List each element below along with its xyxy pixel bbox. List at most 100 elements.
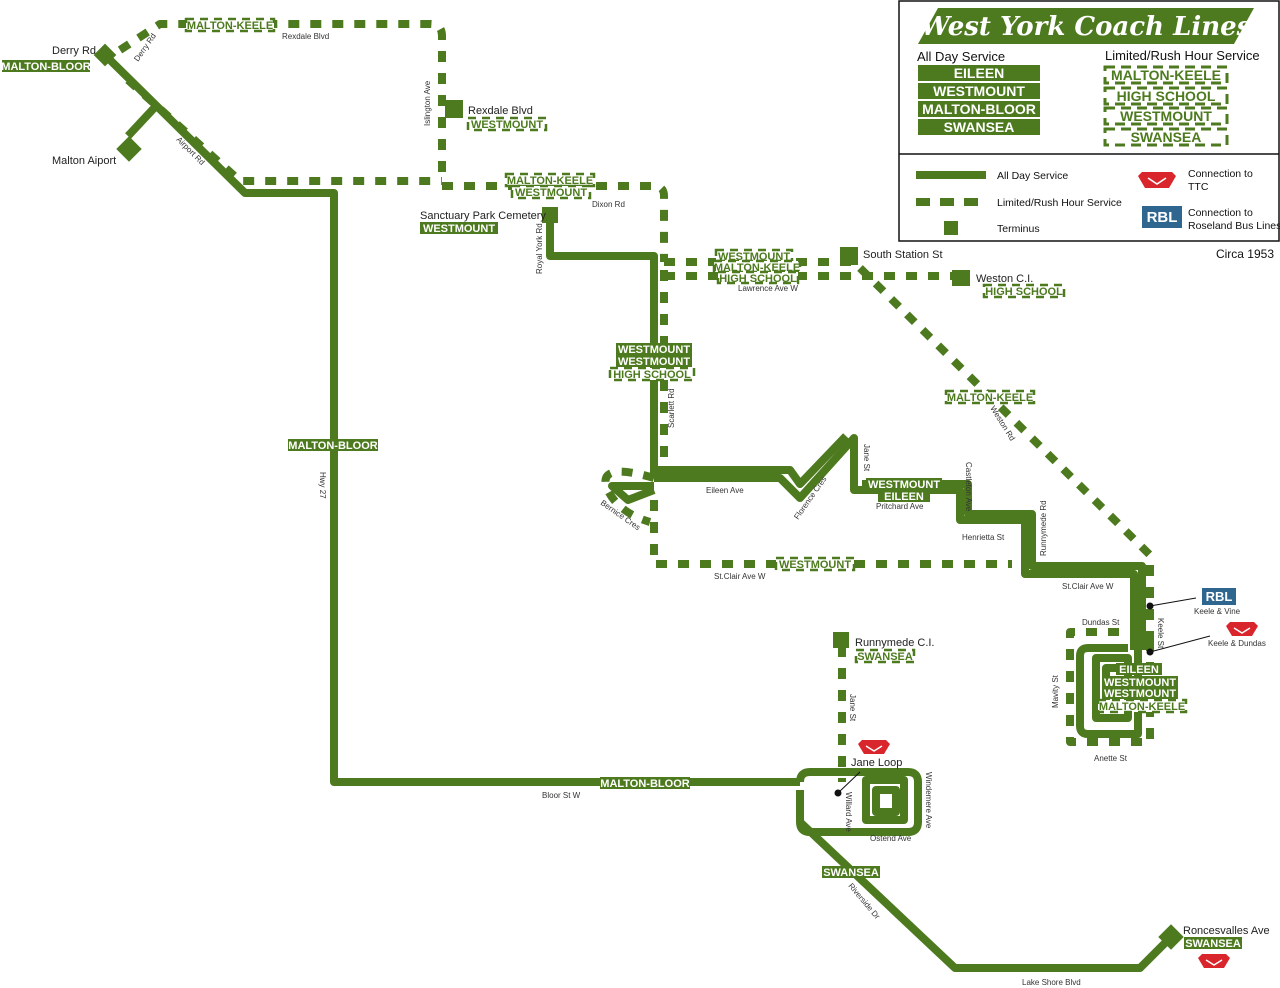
svg-text:MALTON-BLOOR: MALTON-BLOOR <box>922 101 1036 117</box>
svg-text:WESTMOUNT: WESTMOUNT <box>933 83 1025 99</box>
svg-text:EILEEN: EILEEN <box>884 491 924 503</box>
label-keele-4: MALTON-KEELE <box>1096 698 1188 714</box>
svg-text:WESTMOUNT: WESTMOUNT <box>868 479 940 491</box>
svg-text:HIGH SCHOOL: HIGH SCHOOL <box>613 369 691 381</box>
legend-route-malton-bloor: MALTON-BLOOR <box>918 101 1040 117</box>
legend-limited-swansea: SWANSEA <box>1103 127 1229 147</box>
place-rexdale-blvd: Rexdale Blvd <box>468 105 533 117</box>
jane-loop-route <box>796 768 922 836</box>
malton-keele-rexdale-route <box>117 20 668 262</box>
place-malton-airport: Malton Aiport <box>52 155 116 167</box>
svg-text:SWANSEA: SWANSEA <box>1185 938 1241 950</box>
street-lake-shore-blvd: Lake Shore Blvd <box>1022 978 1081 987</box>
terminus-runnymede-ci <box>833 632 849 648</box>
label-malton-keele-dixon: MALTON-KEELE <box>504 172 596 188</box>
label-malton-keele-top: MALTON-KEELE <box>184 17 276 33</box>
place-names: Derry Rd Malton Aiport Rexdale Blvd Sanc… <box>52 45 1270 937</box>
street-ostend-ave: Ostend Ave <box>870 834 912 843</box>
label-westmount-sanctuary: WESTMOUNT <box>420 222 498 235</box>
street-rexdale-blvd: Rexdale Blvd <box>282 32 329 41</box>
svg-text:Terminus: Terminus <box>997 223 1040 235</box>
svg-text:West York Coach Lines: West York Coach Lines <box>921 12 1252 42</box>
terminus-south-station <box>840 247 858 265</box>
label-lawrence-3: HIGH SCHOOL <box>716 270 800 285</box>
legend-limited-heading: Limited/Rush Hour Service <box>1105 48 1260 63</box>
svg-text:WESTMOUNT: WESTMOUNT <box>618 344 690 356</box>
circa-note: Circa 1953 <box>1216 247 1274 261</box>
legend-title-banner: West York Coach Lines <box>918 8 1254 44</box>
key-limited: Limited/Rush Hour Service <box>916 197 1122 209</box>
svg-text:WESTMOUNT: WESTMOUNT <box>423 223 495 235</box>
legend-limited-high-school: HIGH SCHOOL <box>1103 86 1229 106</box>
svg-text:EILEEN: EILEEN <box>1119 664 1159 676</box>
ttc-icon <box>1226 622 1258 636</box>
ttc-icon <box>1198 954 1230 968</box>
street-islington-ave: Islington Ave <box>423 80 432 126</box>
svg-text:SWANSEA: SWANSEA <box>944 119 1015 135</box>
street-eileen-ave: Eileen Ave <box>706 486 744 495</box>
svg-text:Limited/Rush Hour Service: Limited/Rush Hour Service <box>997 197 1122 209</box>
svg-text:RBL: RBL <box>1147 209 1178 226</box>
street-hwy-27: Hwy 27 <box>318 472 327 499</box>
label-scarlett-2: WESTMOUNT <box>616 355 692 368</box>
svg-text:WESTMOUNT: WESTMOUNT <box>515 187 587 199</box>
legend-all-day-heading: All Day Service <box>917 49 1005 64</box>
label-keele-1: EILEEN <box>1116 663 1162 676</box>
place-sanctuary-park: Sanctuary Park Cemetery <box>420 210 546 222</box>
place-weston-ci: Weston C.I. <box>976 273 1033 285</box>
svg-text:HIGH SCHOOL: HIGH SCHOOL <box>719 273 797 285</box>
svg-text:SWANSEA: SWANSEA <box>823 867 879 879</box>
place-keele-vine: Keele & Vine <box>1194 607 1241 616</box>
route-labels: MALTON-BLOOR MALTON-KEELE WESTMOUNT MALT… <box>1 17 1242 950</box>
street-castleton-ave: Castleton Ave <box>964 462 973 512</box>
legend: West York Coach Lines All Day Service Li… <box>898 0 1280 242</box>
svg-text:Connection to: Connection to <box>1188 207 1253 219</box>
ttc-icon <box>858 740 890 754</box>
legend-limited-westmount: WESTMOUNT <box>1103 106 1229 126</box>
street-willard-ave: Willard Ave <box>844 792 853 832</box>
label-malton-bloor-derry: MALTON-BLOOR <box>1 60 91 73</box>
street-bloor-st-w: Bloor St W <box>542 791 581 800</box>
key-rbl: RBL Connection to Roseland Bus Lines <box>1142 206 1280 232</box>
label-scarlett-3: HIGH SCHOOL <box>608 366 696 382</box>
eileen-route <box>608 433 1146 650</box>
label-westmount-stclair: WESTMOUNT <box>774 556 856 572</box>
label-jane-2: EILEEN <box>878 490 930 503</box>
place-jane-loop: Jane Loop <box>851 757 902 769</box>
svg-text:Roseland Bus Lines: Roseland Bus Lines <box>1188 220 1280 232</box>
lawrence-dashed-route <box>660 258 960 478</box>
key-all-day: All Day Service <box>916 170 1068 182</box>
street-jane-st-north: Jane St <box>862 444 871 472</box>
label-swansea-runnymede: SWANSEA <box>854 648 916 664</box>
swansea-riverside-route <box>797 819 1173 972</box>
rbl-badge: RBL <box>1202 588 1236 605</box>
label-malton-bloor-hwy27: MALTON-BLOOR <box>288 439 378 452</box>
street-jane-st-south: Jane St <box>848 694 857 722</box>
label-westmount-rexdale: WESTMOUNT <box>466 116 548 132</box>
label-malton-bloor-bloor: MALTON-BLOOR <box>600 777 690 790</box>
street-stclair-west: St.Clair Ave W <box>714 572 766 581</box>
street-lawrence-ave-w: Lawrence Ave W <box>738 284 798 293</box>
termini <box>93 43 1184 950</box>
key-terminus: Terminus <box>944 221 1040 235</box>
street-windemere-ave: Windemere Ave <box>924 772 933 829</box>
key-ttc: Connection to TTC <box>1138 168 1253 193</box>
svg-text:SWANSEA: SWANSEA <box>857 651 913 663</box>
terminus-sanctuary-park <box>542 207 558 223</box>
svg-text:WESTMOUNT: WESTMOUNT <box>471 119 543 131</box>
svg-text:EILEEN: EILEEN <box>954 65 1005 81</box>
svg-text:MALTON-KEELE: MALTON-KEELE <box>1111 67 1221 83</box>
svg-text:All Day Service: All Day Service <box>997 170 1068 182</box>
legend-route-swansea: SWANSEA <box>918 119 1040 135</box>
street-stclair-east: St.Clair Ave W <box>1062 582 1114 591</box>
weston-rd-dashed-route <box>857 265 1154 640</box>
svg-text:WESTMOUNT: WESTMOUNT <box>1120 108 1212 124</box>
svg-text:WESTMOUNT: WESTMOUNT <box>779 559 851 571</box>
svg-text:WESTMOUNT: WESTMOUNT <box>1104 688 1176 700</box>
street-mavity-st: Mavity St <box>1051 674 1060 708</box>
legend-limited-malton-keele: MALTON-KEELE <box>1103 65 1229 85</box>
label-keele-2: WESTMOUNT <box>1102 676 1178 689</box>
street-dixon-rd: Dixon Rd <box>592 200 625 209</box>
svg-text:MALTON-BLOOR: MALTON-BLOOR <box>600 778 689 790</box>
